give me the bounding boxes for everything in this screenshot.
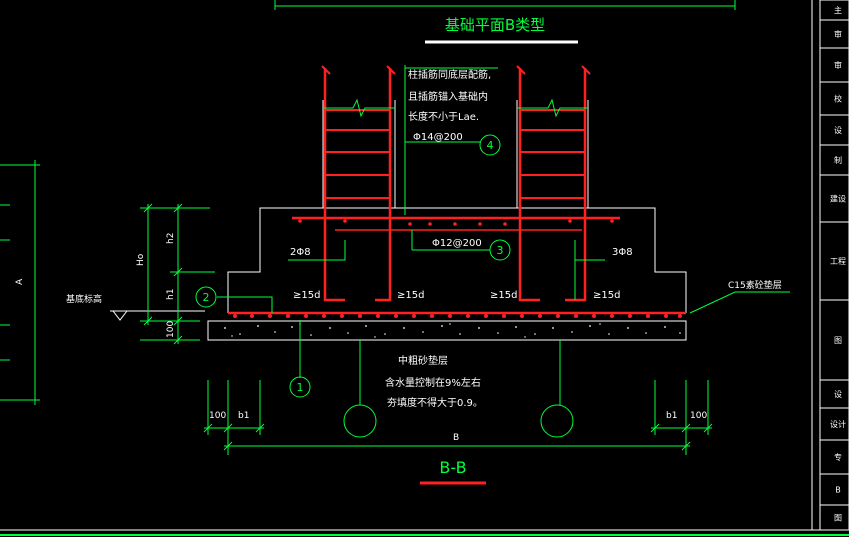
vertical-dim-labels: Ho h2 h1 100 bbox=[136, 233, 176, 338]
sand-note-2: 含水量控制在9%左右 bbox=[385, 376, 481, 389]
stirrup-right-label: 3Φ8 bbox=[612, 247, 633, 258]
horizontal-dim-labels: 100 b1 b1 100 B bbox=[209, 411, 707, 443]
dim-t100: 100 bbox=[166, 321, 176, 338]
marker-3: 3 bbox=[489, 239, 511, 261]
note-line-1: 柱插筋同底层配筋, bbox=[408, 68, 491, 81]
svg-text:4: 4 bbox=[487, 139, 494, 152]
top-rebar bbox=[292, 216, 620, 231]
dim-h1: h1 bbox=[166, 289, 176, 300]
dim-rb1: b1 bbox=[666, 411, 677, 421]
marker-2: 2 bbox=[195, 286, 217, 308]
title-block-label: 审 bbox=[834, 29, 842, 39]
cushion-label: C15素砼垫层 bbox=[728, 279, 782, 291]
note-line-3: 长度不小于Lae. bbox=[408, 110, 479, 123]
column-rebar-left bbox=[321, 65, 396, 302]
pile-left bbox=[343, 404, 377, 438]
dim-left-a: A bbox=[15, 278, 25, 285]
title-block-label: 设 bbox=[834, 389, 842, 399]
title-block-label: 专 bbox=[834, 452, 842, 462]
note-line-2: 且插筋锚入基础内 bbox=[408, 90, 488, 103]
dim-h2: h2 bbox=[166, 233, 176, 244]
title-block-label: 制 bbox=[834, 155, 842, 165]
svg-text:1: 1 bbox=[297, 381, 304, 394]
title-block-label: 校 bbox=[834, 94, 842, 104]
title-block-label: 建设 bbox=[830, 194, 846, 204]
left-partial-drawing: A bbox=[0, 160, 40, 405]
leader-lines bbox=[217, 65, 790, 405]
svg-text:2: 2 bbox=[203, 291, 210, 304]
column-rebar-right bbox=[516, 65, 591, 302]
section-title: B-B bbox=[439, 458, 466, 477]
title-block-label: 图 bbox=[834, 514, 842, 523]
svg-text:3: 3 bbox=[497, 244, 504, 257]
concrete-cushion bbox=[207, 320, 687, 341]
dim-lb1: b1 bbox=[238, 411, 249, 421]
base-elevation-label: 基底标高 bbox=[66, 293, 102, 305]
bottom-rebar bbox=[228, 311, 686, 318]
rebar-top-label: Φ14@200 bbox=[413, 132, 463, 143]
dim-h0: Ho bbox=[136, 253, 146, 266]
elevation-symbol bbox=[110, 310, 205, 321]
plan-title: 基础平面B类型 bbox=[445, 16, 545, 34]
title-block-label: 设 bbox=[834, 125, 842, 135]
title-block-label: 审 bbox=[834, 60, 842, 70]
sand-note-1: 中粗砂垫层 bbox=[398, 354, 448, 367]
title-block-label: 主 bbox=[834, 5, 842, 15]
horizontal-dimensions bbox=[203, 380, 713, 455]
anchor-label-4: ≥15d bbox=[593, 290, 620, 301]
marker-1: 1 bbox=[289, 376, 311, 398]
dim-total: B bbox=[453, 433, 459, 443]
dim-l100: 100 bbox=[209, 411, 226, 421]
anchor-label-3: ≥15d bbox=[490, 290, 517, 301]
break-lines bbox=[323, 98, 588, 118]
stirrup-left-label: 2Φ8 bbox=[290, 247, 311, 258]
title-block-label: 工程 bbox=[830, 257, 846, 266]
rebar-mid-label: Φ12@200 bbox=[432, 238, 482, 249]
anchor-label-2: ≥15d bbox=[397, 290, 424, 301]
title-block-label: 图 bbox=[834, 336, 842, 345]
marker-4: 4 bbox=[479, 134, 501, 156]
top-frame bbox=[274, 0, 736, 10]
foundation-outline bbox=[227, 100, 687, 313]
annotations: 柱插筋同底层配筋, 且插筋锚入基础内 长度不小于Lae. Φ14@200 Φ12… bbox=[66, 68, 782, 409]
sand-note-3: 夯填度不得大于0.9。 bbox=[387, 396, 483, 409]
title-block-label: B bbox=[835, 486, 841, 495]
pile-right bbox=[540, 404, 574, 438]
dim-r100: 100 bbox=[690, 411, 707, 421]
anchor-label-1: ≥15d bbox=[293, 290, 320, 301]
title-block-label: 设计 bbox=[830, 419, 846, 429]
vertical-dimensions bbox=[140, 203, 215, 345]
